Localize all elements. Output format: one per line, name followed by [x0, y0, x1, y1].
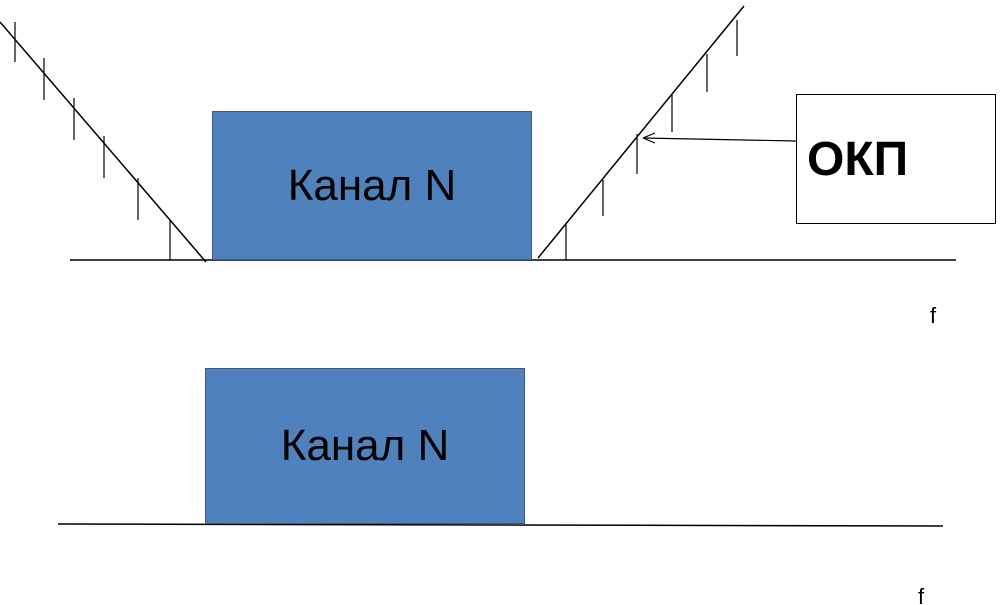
okp-label: ОКП [807, 132, 909, 186]
left-slope-line [0, 21, 207, 263]
bottom-channel-label: Канал N [280, 421, 450, 470]
top-axis-label: f [930, 303, 937, 328]
left-slope-hatching [14, 22, 171, 260]
okp-label-box: ОКП [796, 94, 996, 224]
top-channel-block: Канал N [212, 111, 532, 260]
bottom-frequency-axis [57, 523, 944, 527]
bottom-axis-label: f [918, 584, 925, 605]
bottom-channel-block: Канал N [205, 368, 525, 524]
top-channel-label: Канал N [287, 160, 457, 210]
right-slope-hatching [565, 20, 738, 260]
right-slope-line [537, 5, 745, 259]
annotation-arrow [642, 132, 797, 144]
